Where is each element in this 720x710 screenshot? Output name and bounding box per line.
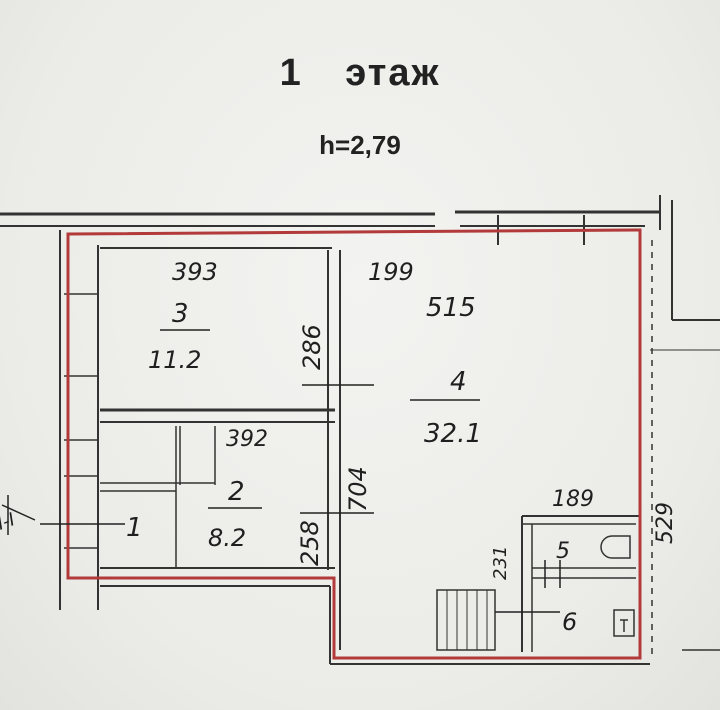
sanitary-fixtures [600, 535, 635, 637]
dim-room2-depth: 258 [296, 520, 324, 566]
dim-room3-depth: 286 [298, 324, 326, 370]
room-1-number: 1 [126, 513, 143, 543]
floor-title: 1 этаж [279, 52, 441, 94]
apartment-outline [66, 228, 642, 660]
room-4-area: 32.1 [424, 419, 482, 449]
room-4-number: 4 [450, 367, 467, 397]
dim-room4-depth: 704 [344, 466, 372, 512]
ceiling-height-label: h=2,79 [319, 130, 401, 160]
dim-bathroom-depth: 231 [490, 546, 511, 580]
room-6-number: 6 [562, 608, 577, 636]
building-walls [0, 195, 720, 665]
dim-room4-top-right: 515 [426, 293, 476, 323]
room-2-number: 2 [228, 477, 245, 507]
room-3-area: 11.2 [148, 346, 201, 374]
dim-bathroom-width: 189 [552, 487, 594, 512]
room-5-number: 5 [556, 539, 570, 564]
dim-room3-width: 393 [172, 258, 218, 286]
dim-room4-top-left: 199 [368, 258, 414, 286]
section-marker: I-I [0, 509, 18, 535]
room-2-area: 8.2 [208, 524, 246, 552]
dim-room4-side: 529 [653, 502, 678, 544]
dim-room2-width: 392 [226, 427, 268, 452]
dimension-marks [1, 329, 561, 613]
room-3-number: 3 [172, 299, 189, 329]
